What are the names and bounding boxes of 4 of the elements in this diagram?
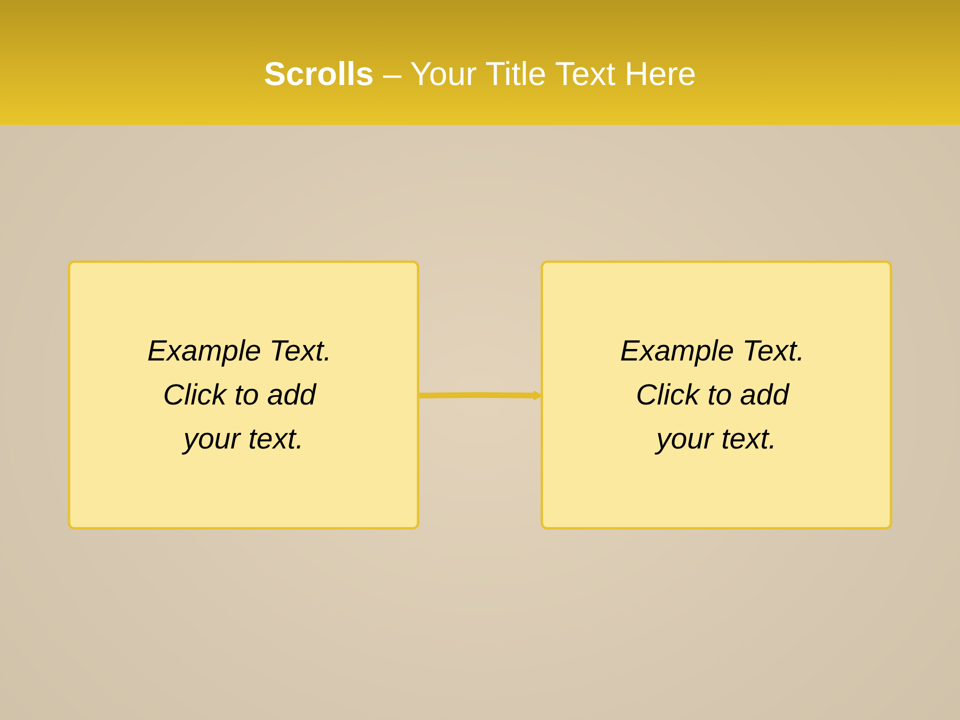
scroll-box: Example Text. Click to add your text. (68, 260, 420, 530)
arrow (418, 390, 543, 400)
title: Scrolls – Your Title Text Here (262, 54, 698, 94)
scroll-box: Example Text. Click to add your text. (540, 260, 892, 530)
